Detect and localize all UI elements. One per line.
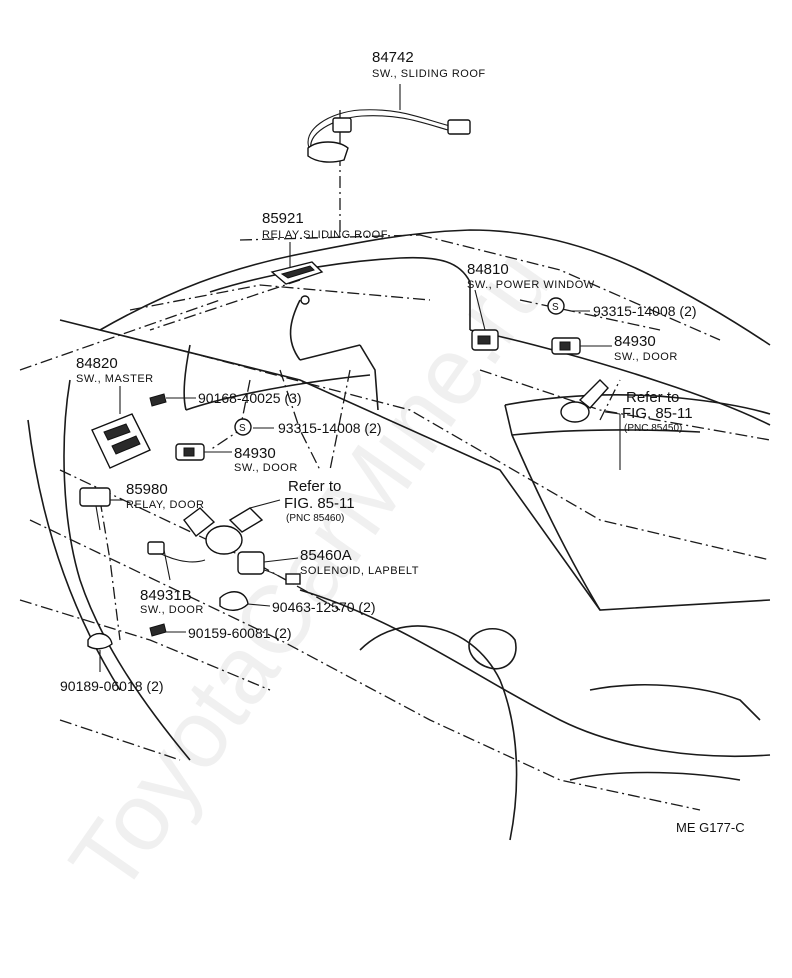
pnc-reference: (PNC 85460) bbox=[286, 513, 344, 524]
figure-reference: FIG. 85-11 bbox=[622, 405, 693, 422]
door-switch-b-icon bbox=[147, 541, 165, 555]
part-description: SW., POWER WINDOW bbox=[467, 279, 595, 291]
s-symbol-icon bbox=[547, 297, 565, 315]
part-description: SOLENOID, LAPBELT bbox=[300, 565, 419, 577]
callout-sw-door-right: 84930 SW., DOOR bbox=[614, 333, 678, 363]
part-description: SW., DOOR bbox=[614, 351, 678, 363]
refer-to-label: Refer to bbox=[626, 389, 679, 406]
s-symbol: S bbox=[239, 423, 246, 434]
callout-solenoid-lapbelt: 85460A SOLENOID, LAPBELT bbox=[300, 547, 419, 577]
clamp-icon bbox=[219, 591, 249, 611]
sliding-roof-switch-icon bbox=[307, 109, 471, 163]
part-number: 90463-12570 (2) bbox=[272, 599, 376, 615]
callout-relay-sliding-roof: 85921 RELAY SLIDING ROOF bbox=[262, 210, 388, 241]
part-description: RELAY SLIDING ROOF bbox=[262, 229, 388, 241]
part-number: 84930 bbox=[614, 333, 656, 350]
part-number: 93315-14008 (2) bbox=[593, 303, 697, 319]
power-window-switch-icon bbox=[471, 329, 499, 351]
part-description: SW., SLIDING ROOF bbox=[372, 68, 486, 80]
door-lock-actuator-icon bbox=[149, 507, 264, 563]
part-description: RELAY, DOOR bbox=[126, 499, 204, 511]
bolt-master-icon bbox=[149, 393, 167, 407]
part-number: 85460A bbox=[300, 547, 352, 564]
diagram-code: ME G177-C bbox=[676, 820, 745, 835]
car-body-outline bbox=[27, 229, 771, 841]
part-number: 90159-60081 (2) bbox=[188, 625, 292, 641]
callout-sw-power-window: 84810 SW., POWER WINDOW bbox=[467, 261, 595, 291]
door-switch-left-icon bbox=[175, 443, 205, 461]
callout-sw-sliding-roof: 84742 SW., SLIDING ROOF bbox=[372, 49, 486, 80]
solenoid-lapbelt-icon bbox=[237, 551, 301, 585]
part-description: SW., DOOR bbox=[234, 462, 298, 474]
master-switch-icon bbox=[91, 413, 151, 469]
part-description: SW., DOOR bbox=[140, 604, 204, 616]
part-number: 84930 bbox=[234, 445, 276, 462]
part-number: 90168-40025 (3) bbox=[198, 390, 302, 406]
callout-bolt-master: 90168-40025 (3) bbox=[198, 390, 302, 406]
callout-relay-door: 85980 RELAY, DOOR bbox=[126, 481, 204, 511]
leader-lines bbox=[99, 84, 621, 672]
callout-refer-left: Refer to FIG. 85-11 (PNC 85460) bbox=[284, 478, 355, 524]
s-symbol: S bbox=[552, 302, 559, 313]
door-switch-right-icon bbox=[551, 337, 581, 355]
figure-reference: FIG. 85-11 bbox=[284, 495, 355, 512]
part-number: 84742 bbox=[372, 49, 414, 66]
part-description: SW., MASTER bbox=[76, 373, 154, 385]
callout-clip-lower: 90189-06018 (2) bbox=[60, 678, 164, 694]
callout-screw-left: S 93315-14008 (2) bbox=[234, 418, 382, 436]
part-number: 93315-14008 (2) bbox=[278, 420, 382, 436]
callout-screw-right: S 93315-14008 (2) bbox=[547, 297, 697, 319]
callout-refer-right: Refer to FIG. 85-11 (PNC 85450) bbox=[622, 389, 693, 434]
lock-cylinder-right-icon bbox=[560, 379, 609, 423]
clip-lower-icon bbox=[87, 633, 113, 650]
bolt-lower-icon bbox=[149, 623, 167, 637]
callout-sw-master: 84820 SW., MASTER bbox=[76, 355, 154, 385]
part-number: 84931B bbox=[140, 587, 192, 604]
part-number: 85980 bbox=[126, 481, 168, 498]
callout-clamp: 90463-12570 (2) bbox=[272, 599, 376, 615]
part-number: 90189-06018 (2) bbox=[60, 678, 164, 694]
pnc-reference: (PNC 85450) bbox=[624, 423, 682, 434]
relay-sliding-roof-icon bbox=[270, 261, 324, 305]
s-symbol-icon bbox=[234, 418, 252, 436]
part-number: 84810 bbox=[467, 261, 509, 278]
part-number: 84820 bbox=[76, 355, 118, 372]
callout-bolt-lower: 90159-60081 (2) bbox=[188, 625, 292, 641]
refer-to-label: Refer to bbox=[288, 478, 341, 495]
part-number: 85921 bbox=[262, 210, 304, 227]
callout-sw-door-left: 84930 SW., DOOR bbox=[234, 445, 298, 474]
relay-door-icon bbox=[79, 487, 111, 531]
callout-sw-door-b: 84931B SW., DOOR bbox=[140, 587, 204, 616]
